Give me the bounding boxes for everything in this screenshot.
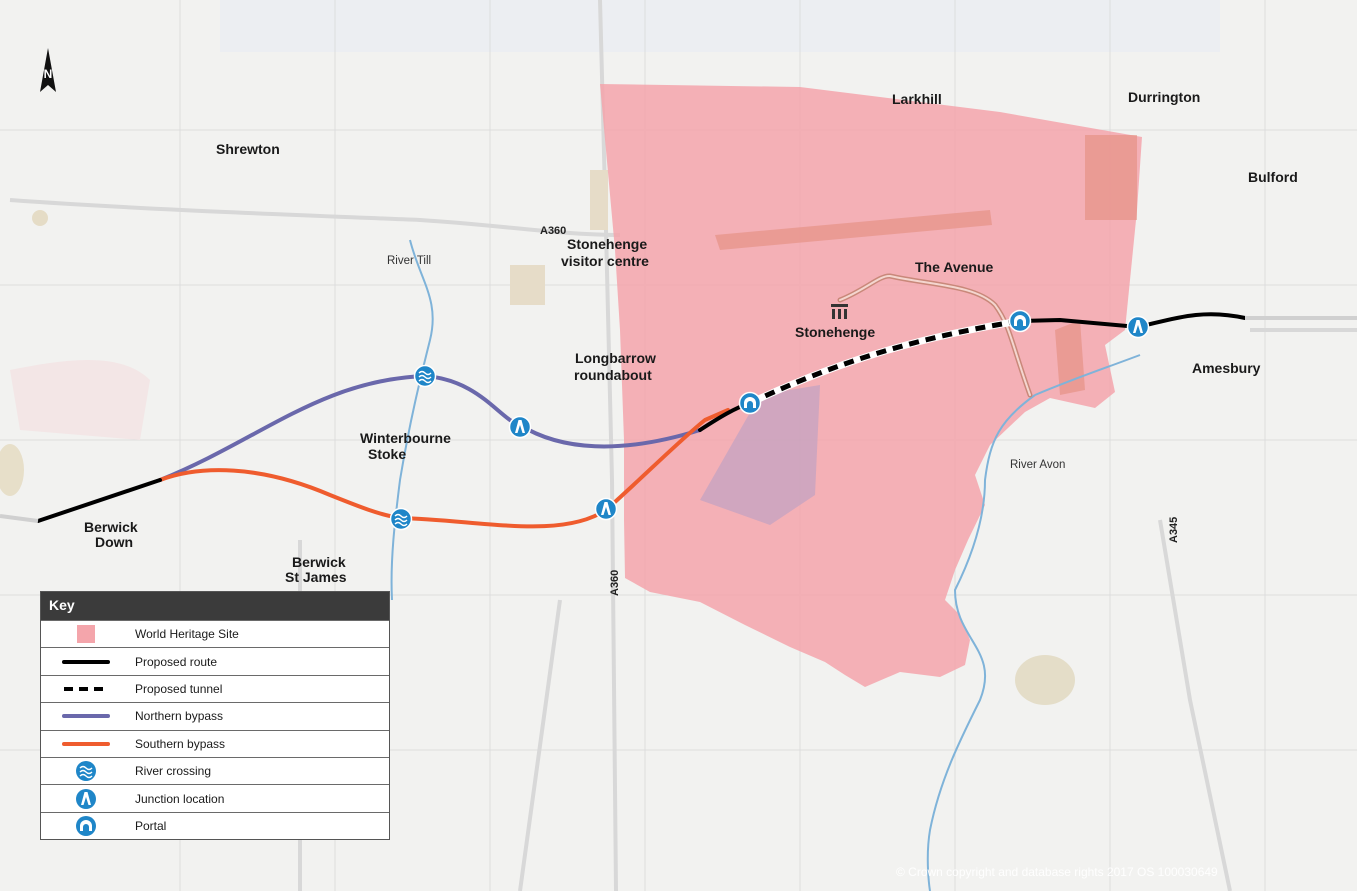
label-stoke: Stoke xyxy=(368,446,406,462)
key-label: Junction location xyxy=(135,791,225,806)
north-label: N xyxy=(44,67,53,81)
label-a360-north: A360 xyxy=(540,225,566,237)
river-crossing-icon xyxy=(41,760,131,782)
portal-icon xyxy=(1008,309,1032,333)
key-row-proposed-route: Proposed route xyxy=(41,647,389,674)
label-longbarrow-1: Longbarrow xyxy=(575,350,656,366)
key-row-southern-bypass: Southern bypass xyxy=(41,729,389,757)
key-label: Portal xyxy=(135,818,167,833)
label-berwick-down-1: Berwick xyxy=(84,519,138,535)
southern-bypass-route xyxy=(158,408,730,529)
key-row-world-heritage-site: World Heritage Site xyxy=(41,620,389,647)
junction-icon xyxy=(508,415,532,439)
copyright-notice: © Crown copyright and database rights 20… xyxy=(896,865,1218,879)
label-berwick-stjames-2: St James xyxy=(285,569,347,585)
the-avenue-path-inner xyxy=(839,275,1031,396)
key-label: Northern bypass xyxy=(135,709,224,724)
label-shrewton: Shrewton xyxy=(216,141,280,157)
key-row-junction-location: Junction location xyxy=(41,784,389,811)
label-bulford: Bulford xyxy=(1248,169,1298,185)
label-visitor-centre-1: Stonehenge xyxy=(567,236,647,252)
label-durrington: Durrington xyxy=(1128,89,1200,105)
junction-icon xyxy=(1126,315,1150,339)
key-row-river-crossing: River crossing xyxy=(41,756,389,784)
key-label: Southern bypass xyxy=(135,736,226,751)
proposed-tunnel-dashes xyxy=(748,318,1021,406)
label-berwick-stjames-1: Berwick xyxy=(292,554,346,570)
label-stonehenge: Stonehenge xyxy=(795,324,875,340)
label-a345: A345 xyxy=(1168,517,1180,543)
key-row-proposed-tunnel: Proposed tunnel xyxy=(41,674,389,702)
key-label: World Heritage Site xyxy=(135,627,239,642)
label-amesbury: Amesbury xyxy=(1192,360,1261,376)
label-river-till: River Till xyxy=(387,255,431,267)
key-row-portal: Portal xyxy=(41,811,389,839)
river-crossing-icon xyxy=(389,507,413,531)
stonehenge-icon xyxy=(831,304,848,319)
hatched-area xyxy=(220,0,1220,52)
whs-purple-patch xyxy=(700,385,820,525)
key-row-northern-bypass: Northern bypass xyxy=(41,702,389,729)
black-line-icon xyxy=(41,658,131,666)
key-title: Key xyxy=(41,592,389,620)
key-label: Proposed tunnel xyxy=(135,681,223,696)
portal-icon xyxy=(41,815,131,837)
proposed-route-road-west xyxy=(0,514,39,523)
label-visitor-centre-2: visitor centre xyxy=(561,253,649,269)
label-winterbourne: Winterbourne xyxy=(360,430,451,446)
northern-bypass-route xyxy=(158,373,702,482)
purple-line-icon xyxy=(41,712,131,720)
label-the-avenue: The Avenue xyxy=(915,259,994,275)
key-label: River crossing xyxy=(135,764,212,779)
junction-icon xyxy=(41,788,131,810)
terrain-patches xyxy=(0,170,1075,705)
label-berwick-down-2: Down xyxy=(95,534,133,550)
whs-features xyxy=(715,135,1137,395)
label-larkhill: Larkhill xyxy=(892,91,942,107)
rivers xyxy=(390,239,1141,891)
key-label: Proposed route xyxy=(135,654,218,669)
dashed-line-icon xyxy=(41,685,131,693)
junction-icon xyxy=(594,497,618,521)
portal-icon xyxy=(738,391,762,415)
north-arrow-icon: N xyxy=(40,48,56,92)
label-longbarrow-2: roundabout xyxy=(574,367,652,383)
pink-square-icon xyxy=(41,625,131,644)
label-river-avon: River Avon xyxy=(1010,459,1065,471)
label-a360-south: A360 xyxy=(609,570,621,596)
orange-line-icon xyxy=(41,740,131,748)
map-key: Key World Heritage Site Proposed route P… xyxy=(40,591,390,841)
river-crossing-icon xyxy=(413,364,437,388)
proposed-route-west xyxy=(36,478,162,523)
